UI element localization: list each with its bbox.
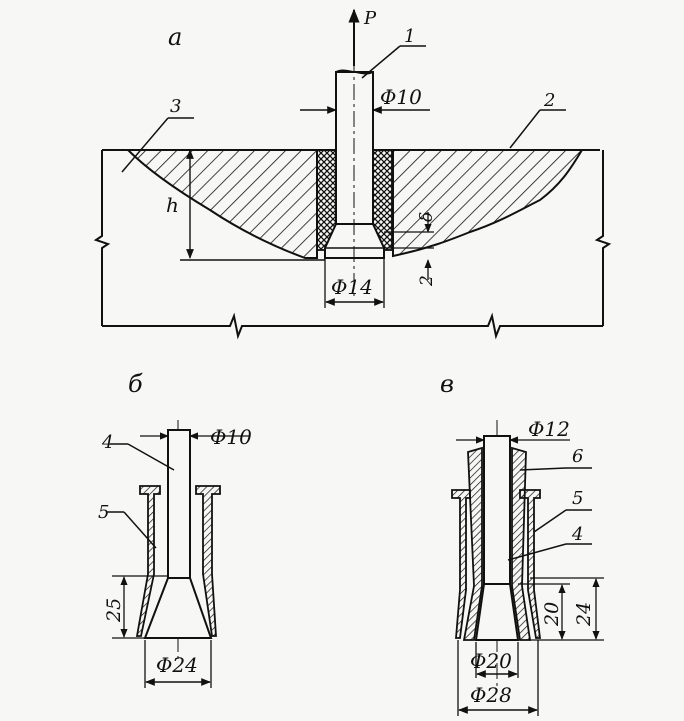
- dim-rod-v-text: Φ12: [528, 417, 570, 441]
- view-b-label: б: [128, 370, 143, 398]
- callout-6v-leader: [519, 467, 567, 471]
- callout-5v: 5: [572, 488, 583, 509]
- dim-rod-b-text: Φ10: [210, 425, 252, 449]
- dim-gap-text: 2: [417, 275, 437, 287]
- breakout-cone-left: [125, 149, 318, 259]
- callout-5b-leader: [123, 511, 157, 549]
- inner-sleeve-v-left: [462, 446, 483, 641]
- anchor-rod-b: [167, 429, 191, 579]
- slab-left-edge: [93, 150, 111, 326]
- callout-2: 2: [543, 90, 555, 111]
- callout-1-leader: [361, 45, 401, 79]
- dim-anchor-a-text: Φ14: [331, 275, 373, 299]
- callout-2-leader: [509, 109, 541, 149]
- outer-sleeve-v-right: [519, 489, 542, 639]
- force-label: P: [363, 8, 377, 29]
- sleeve-b-right: [195, 485, 221, 637]
- callout-1: 1: [404, 26, 415, 47]
- dim-inner-v-text: Φ20: [470, 649, 512, 673]
- callout-5b: 5: [98, 502, 109, 523]
- dim-height-v-inner-text: 20: [541, 602, 563, 627]
- dim-delta-text: δ: [417, 212, 437, 222]
- callout-6v: 6: [572, 446, 583, 467]
- breakout-cone-right: [392, 149, 584, 258]
- view-v: в Φ12 6 5 4 20 24: [440, 370, 604, 716]
- dim-rod-a-text: Φ10: [380, 85, 422, 109]
- view-a: а P 1 Φ10 2: [93, 8, 612, 340]
- dim-depth-text: h: [166, 193, 179, 217]
- dim-height-b-text: 25: [103, 598, 125, 623]
- sleeve-b-left: [135, 485, 161, 637]
- slab-bottom-edge: [102, 312, 603, 340]
- callout-5v-leader: [533, 509, 567, 533]
- callout-3: 3: [170, 96, 181, 117]
- callout-4v: 4: [571, 524, 583, 545]
- anchor-rod-v: [483, 435, 511, 585]
- dim-base-b-text: Φ24: [156, 653, 198, 677]
- view-b: б 4 5 Φ10 25 Φ24: [98, 370, 252, 688]
- dim-height-v-outer-text: 24: [573, 602, 595, 627]
- callout-4v-leader: [507, 543, 567, 561]
- outer-sleeve-v-left: [451, 489, 471, 639]
- anchor-cone-v: [474, 583, 520, 641]
- dim-outer-v-text: Φ28: [470, 683, 512, 707]
- callout-3-leader: [121, 117, 169, 173]
- callout-4b-leader: [127, 443, 175, 471]
- slab-right-edge: [594, 150, 612, 326]
- view-v-label: в: [440, 370, 454, 398]
- anchor-cone-b: [143, 577, 213, 639]
- callout-4b: 4: [101, 432, 113, 453]
- view-a-label: а: [168, 23, 182, 51]
